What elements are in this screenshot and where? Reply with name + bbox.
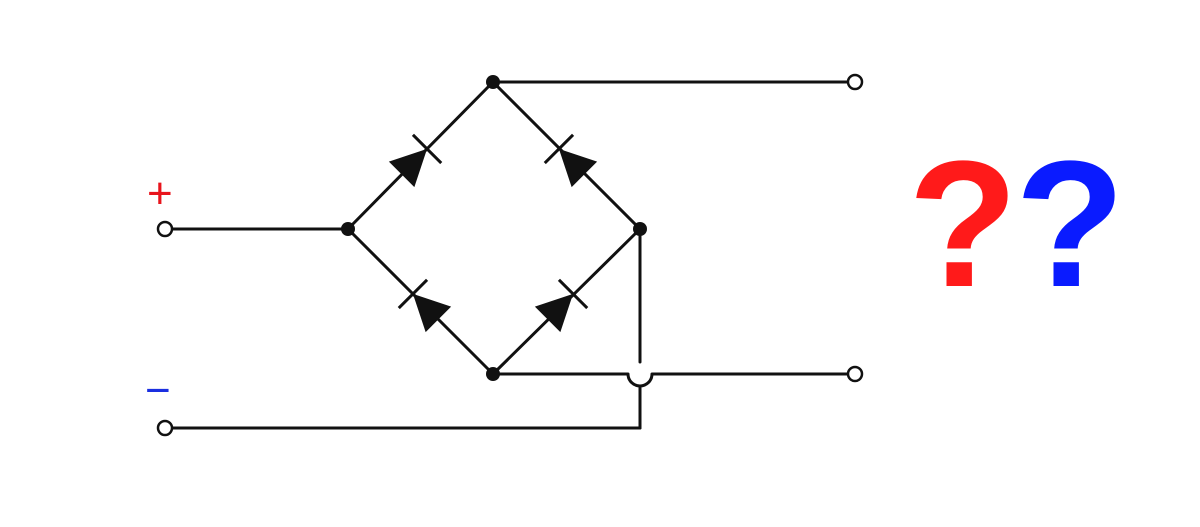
question-mark-red: ? — [908, 124, 1018, 325]
negative-label: − — [145, 366, 171, 415]
node-left — [341, 222, 355, 236]
node-right — [633, 222, 647, 236]
terminals — [156, 73, 864, 437]
node-top — [486, 75, 500, 89]
positive-label: + — [147, 169, 173, 218]
wire-output-bottom — [491, 372, 850, 388]
junction-nodes — [341, 75, 647, 381]
wires — [170, 80, 850, 430]
diode-1 — [388, 133, 443, 188]
terminal-input-positive — [156, 220, 174, 238]
terminal-output-top — [846, 73, 864, 91]
node-bottom — [486, 367, 500, 381]
terminal-input-negative — [156, 419, 174, 437]
terminal-output-bottom — [846, 365, 864, 383]
question-mark-blue: ? — [1015, 124, 1125, 325]
diode-3 — [397, 278, 452, 333]
